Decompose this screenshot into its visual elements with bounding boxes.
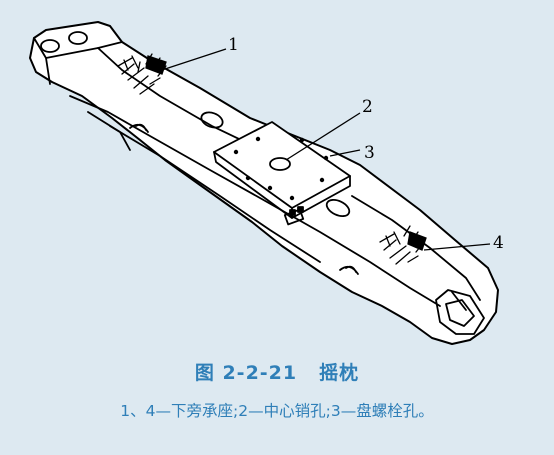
center-pin-hole bbox=[269, 157, 291, 171]
figure-legend: 1、4—下旁承座;2—中心销孔;3—盘螺栓孔。 bbox=[120, 402, 434, 420]
side-bearing-seat-4 bbox=[379, 225, 427, 265]
callout-2: 2 bbox=[362, 97, 373, 117]
figure-title: 摇枕 bbox=[319, 362, 360, 384]
callout-3: 3 bbox=[364, 143, 375, 163]
side-bearing-seat-1 bbox=[117, 53, 167, 95]
figure-number: 图 2-2-21 bbox=[194, 362, 298, 384]
figure-title-line: 图 2-2-21 摇枕 bbox=[0, 358, 554, 385]
callout-4: 4 bbox=[493, 233, 504, 253]
bolster-drawing: 1 2 3 4 bbox=[29, 21, 504, 345]
callout-1: 1 bbox=[228, 35, 239, 55]
